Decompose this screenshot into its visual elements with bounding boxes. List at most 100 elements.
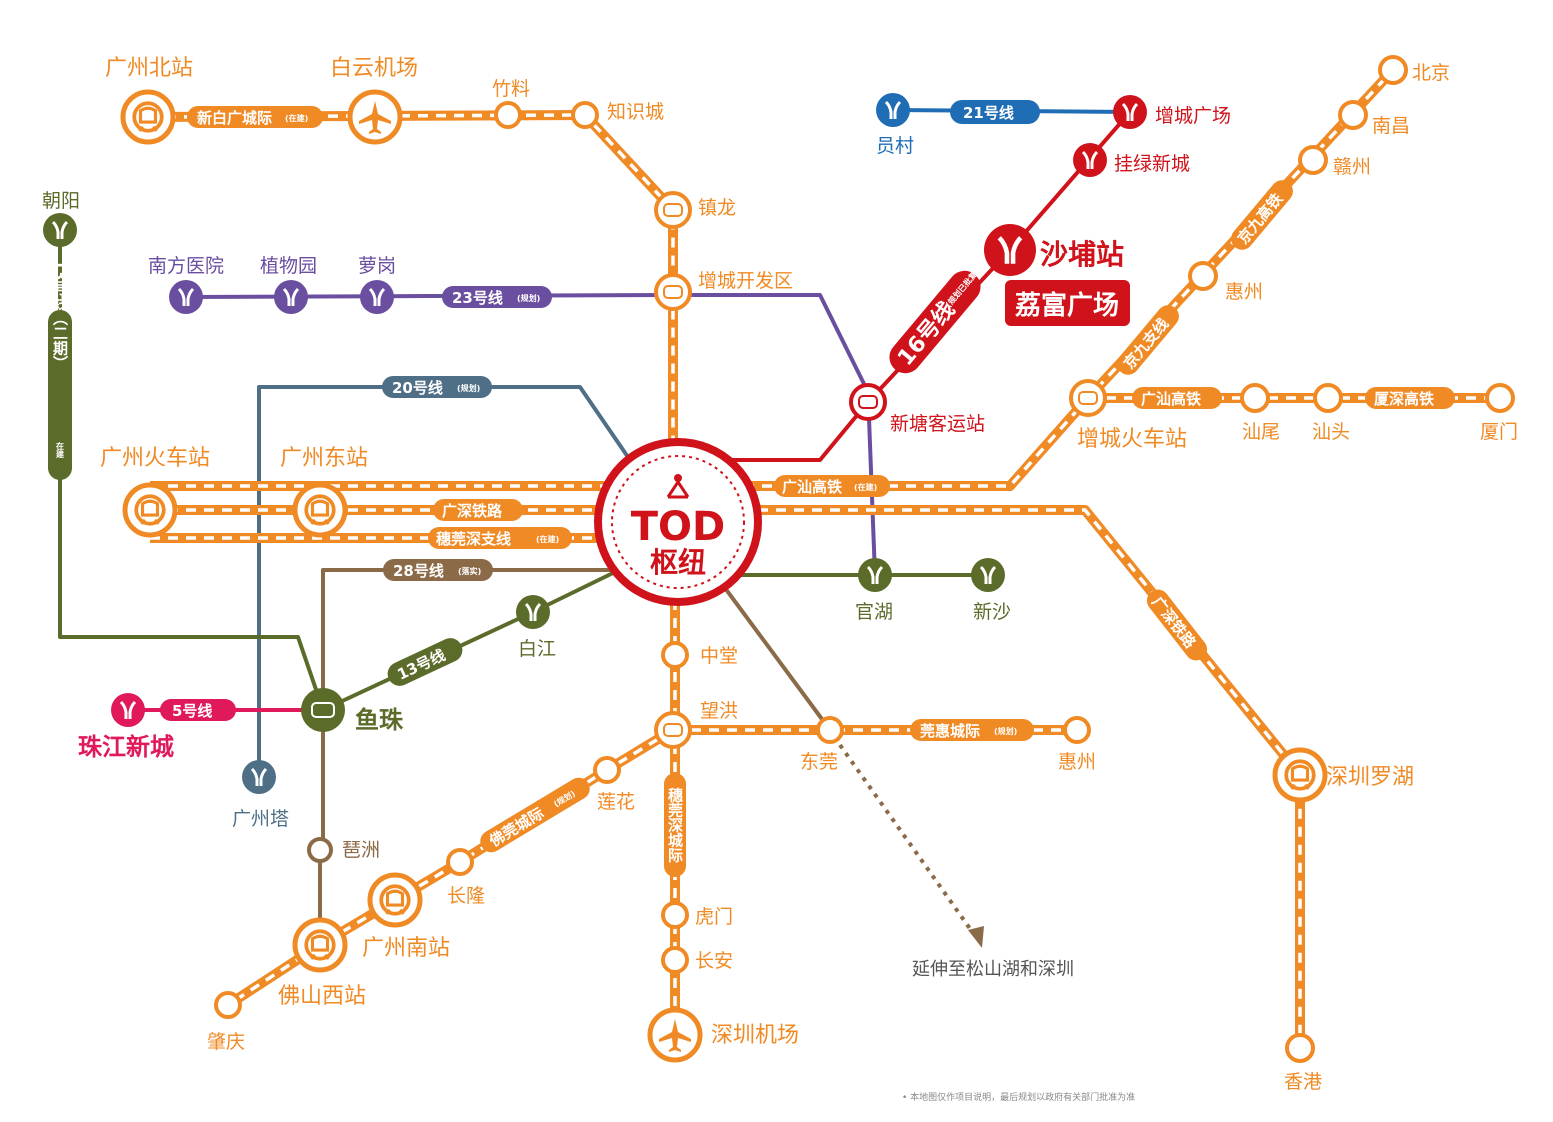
- station-xinsha[interactable]: [971, 558, 1005, 592]
- station-guanhu[interactable]: [858, 558, 892, 592]
- svg-text:增城广场: 增城广场: [1155, 105, 1231, 127]
- svg-text:(落实): (落实): [458, 566, 481, 576]
- station-labels: 广州北站 白云机场 竹料 知识城 镇龙 增城开发区 南方医院 植物园 萝岗 朝阳…: [42, 56, 1518, 1103]
- svg-text:广深铁路: 广深铁路: [442, 502, 503, 520]
- svg-text:广州南站: 广州南站: [362, 936, 450, 961]
- station-changan[interactable]: [661, 946, 689, 974]
- station-shanwei[interactable]: [1240, 383, 1270, 413]
- station-huizhou[interactable]: [1063, 716, 1091, 744]
- svg-text:佛山西站: 佛山西站: [278, 984, 366, 1009]
- svg-text:中堂: 中堂: [700, 645, 738, 667]
- pill-suiguanshen-intercity: 穗莞深城际: [664, 773, 686, 877]
- station-xintang[interactable]: [849, 383, 887, 421]
- svg-text:(在建): (在建): [854, 482, 877, 492]
- station-guangzhou-tower[interactable]: [242, 760, 276, 794]
- station-xiamen[interactable]: [1485, 383, 1515, 413]
- svg-text:莞惠城际: 莞惠城际: [920, 722, 980, 740]
- svg-text:南方医院: 南方医院: [148, 255, 224, 277]
- svg-text:广深铁路: 广深铁路: [1148, 593, 1200, 652]
- svg-text:在建: 在建: [55, 441, 65, 459]
- station-changlong[interactable]: [446, 848, 474, 876]
- tod-hub[interactable]: TOD 枢纽: [594, 438, 762, 606]
- station-zengcheng-railway[interactable]: [1069, 379, 1107, 417]
- station-guangzhou-south[interactable]: [367, 872, 423, 928]
- svg-text:广州塔: 广州塔: [232, 808, 289, 830]
- svg-text:京九高铁: 京九高铁: [1234, 190, 1286, 248]
- station-nanfang-hospital[interactable]: [169, 280, 203, 314]
- station-beijing[interactable]: [1378, 55, 1408, 85]
- station-zengcheng-plaza[interactable]: [1113, 95, 1147, 129]
- svg-text:沙埔站: 沙埔站: [1040, 238, 1124, 271]
- pill-line-16: 16号线(规划已批复): [889, 267, 981, 374]
- pill-line-23: 23号线(规划): [442, 286, 552, 308]
- svg-text:5号线: 5号线: [172, 702, 212, 720]
- station-zhishicheng[interactable]: [571, 101, 599, 129]
- station-humen[interactable]: [661, 901, 689, 929]
- svg-text:新塘客运站: 新塘客运站: [890, 413, 985, 435]
- station-shantou[interactable]: [1313, 383, 1343, 413]
- station-nanchang[interactable]: [1338, 100, 1368, 130]
- station-luogang[interactable]: [360, 280, 394, 314]
- svg-text:香港: 香港: [1284, 1071, 1322, 1093]
- svg-text:荔富广场: 荔富广场: [1015, 290, 1119, 321]
- svg-text:珠江新城: 珠江新城: [78, 733, 174, 761]
- pill-foguan-intercity: 佛莞城际(规划): [480, 777, 590, 853]
- lifu-plaza-badge: 荔富广场: [1005, 280, 1130, 326]
- hub-subtitle: 枢纽: [650, 546, 706, 579]
- station-zhaoqing[interactable]: [214, 991, 242, 1019]
- svg-text:萝岗: 萝岗: [358, 255, 396, 277]
- pill-line-13: 13号线: [387, 638, 463, 686]
- svg-text:惠州: 惠州: [1225, 281, 1263, 303]
- extension-note: 延伸至松山湖和深圳: [912, 959, 1074, 980]
- station-yuancun[interactable]: [876, 93, 910, 127]
- station-shenzhen-luohu[interactable]: [1272, 747, 1328, 803]
- station-huizhou-north[interactable]: [1188, 261, 1218, 291]
- pill-xiashen-hsr: 厦深高铁: [1365, 387, 1455, 409]
- station-zhiwuyuan[interactable]: [274, 280, 308, 314]
- svg-text:长安: 长安: [695, 950, 733, 972]
- station-guangzhou-north[interactable]: [120, 89, 176, 145]
- station-lianhua[interactable]: [593, 756, 621, 784]
- pill-jingjiu-hsr: 京九高铁: [1231, 180, 1293, 250]
- station-zengcheng-kfq[interactable]: [654, 273, 692, 311]
- svg-text:穗莞深城际: 穗莞深城际: [666, 787, 684, 864]
- svg-text:20号线: 20号线: [392, 379, 443, 397]
- svg-text:深圳机场: 深圳机场: [711, 1023, 799, 1048]
- svg-text:新白广城际: 新白广城际: [197, 109, 272, 127]
- station-wanghong[interactable]: [654, 711, 692, 749]
- station-hongkong[interactable]: [1285, 1033, 1315, 1063]
- station-shenzhen-airport[interactable]: [647, 1007, 703, 1063]
- rail-lines: [147, 66, 1500, 1048]
- station-zhuliao[interactable]: [494, 101, 522, 129]
- station-dongguan[interactable]: [816, 716, 844, 744]
- station-guangzhou-railway[interactable]: [122, 482, 178, 538]
- svg-text:镇龙: 镇龙: [698, 197, 736, 219]
- station-pazhou[interactable]: [307, 837, 333, 863]
- station-guangzhou-east[interactable]: [292, 482, 348, 538]
- hub-icon: [666, 474, 690, 499]
- station-baijiang[interactable]: [516, 595, 550, 629]
- station-zhenlong[interactable]: [654, 191, 692, 229]
- svg-text:莲花: 莲花: [597, 791, 635, 813]
- station-shabu[interactable]: [984, 224, 1036, 276]
- svg-text:广州东站: 广州东站: [280, 446, 368, 471]
- svg-text:东莞: 东莞: [800, 751, 838, 773]
- svg-text:广汕高铁: 广汕高铁: [1141, 390, 1201, 408]
- hub-title: TOD: [631, 504, 726, 550]
- station-ganzhou[interactable]: [1298, 145, 1328, 175]
- line-28: [318, 568, 832, 930]
- station-baiyun-airport[interactable]: [347, 89, 403, 145]
- station-zhujiang-xincheng[interactable]: [111, 693, 145, 727]
- station-gualv-xincheng[interactable]: [1073, 143, 1107, 177]
- pill-line-5: 5号线: [160, 699, 236, 721]
- station-foshan-west[interactable]: [292, 917, 348, 973]
- station-yuzhu[interactable]: [301, 688, 345, 732]
- station-zhongtang[interactable]: [661, 641, 689, 669]
- svg-text:(规划): (规划): [994, 726, 1017, 736]
- svg-text:朝阳: 朝阳: [42, 190, 80, 212]
- svg-text:增城火车站: 增城火车站: [1077, 427, 1187, 452]
- station-chaoyang[interactable]: [43, 213, 77, 247]
- svg-text:13号线（二期）: 13号线（二期）: [51, 260, 69, 371]
- svg-text:知识城: 知识城: [607, 101, 664, 123]
